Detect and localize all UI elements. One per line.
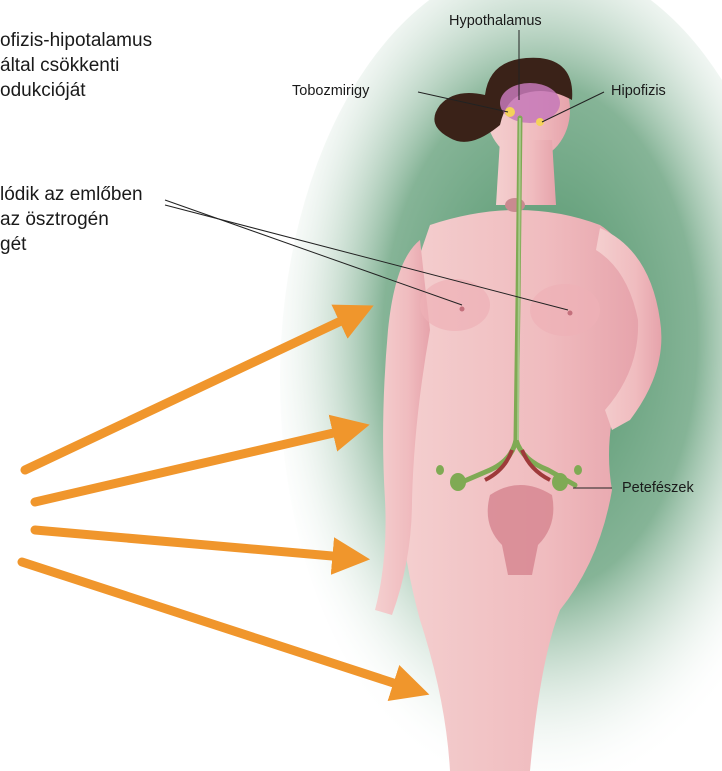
breast-left: [530, 284, 600, 336]
left-text-line: gét: [0, 232, 143, 257]
left-text-line: által csökkenti: [0, 53, 152, 78]
brain-icon: [500, 83, 560, 123]
left-text-line: az ösztrogén: [0, 207, 143, 232]
left-text-block-2: lódik az emlőben az ösztrogén gét: [0, 182, 143, 257]
label-hipofizis: Hipofizis: [611, 82, 666, 100]
left-text-line: odukcióját: [0, 78, 152, 103]
label-tobozmirigy: Tobozmirigy: [292, 82, 369, 100]
left-text-line: ofizis-hipotalamus: [0, 28, 152, 53]
left-text-line: lódik az emlőben: [0, 182, 143, 207]
left-text-block-1: ofizis-hipotalamus által csökkenti odukc…: [0, 28, 152, 103]
label-hypothalamus: Hypothalamus: [449, 12, 542, 30]
label-petefeszek: Petefészek: [622, 479, 694, 497]
